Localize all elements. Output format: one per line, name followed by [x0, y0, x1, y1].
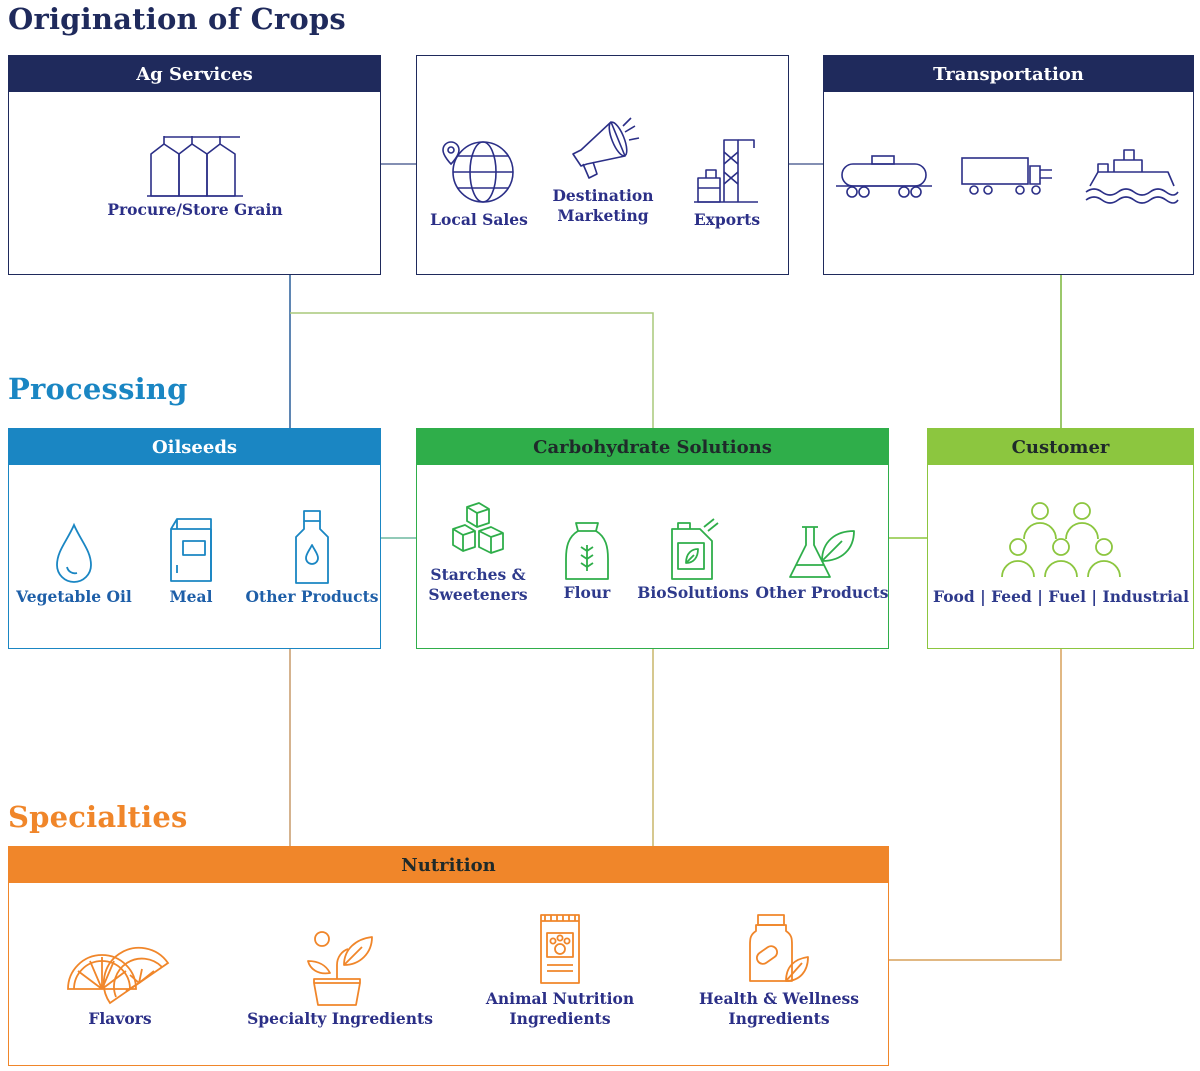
food-feed-fuel-industrial-item: Food | Feed | Fuel | Industrial [932, 501, 1190, 607]
oilseeds-header: Oilseeds [9, 429, 380, 465]
connector-ag-carbohydrate [290, 312, 654, 428]
jerrycan-leaf-icon [671, 518, 719, 580]
meal-label: Meal [169, 587, 213, 606]
flask-leaf-icon [789, 526, 855, 578]
flour-label: Flour [563, 583, 611, 602]
barge-icon [1085, 149, 1179, 204]
procure-store-grain-item: Procure/Store Grain [105, 132, 285, 220]
local-sales-label: Local Sales [430, 210, 528, 229]
globe-icon [442, 141, 514, 203]
rail-tank-car-icon [836, 155, 932, 198]
grain-silo-icon [147, 136, 243, 197]
vegetable-oil-item: Vegetable Oil [11, 521, 137, 607]
starches-sweeteners-label: Starches & Sweeteners [428, 565, 528, 604]
sprout-cup-icon [307, 931, 373, 1006]
other-products-carbohydrate-label: Other Products [755, 583, 889, 602]
section-title-origination: Origination of Crops [8, 2, 346, 36]
customer-box: Customer Food | Feed | Fuel | Industrial [927, 428, 1194, 649]
oilseeds-box: Oilseeds Vegetable Oil Meal [8, 428, 381, 649]
health-wellness-ingredients-label: Health & Wellness Ingredients [698, 989, 860, 1028]
ag-services-box: Ag Services Procure/Store Grain [8, 55, 381, 275]
pet-food-bag-icon [540, 914, 580, 984]
specialty-ingredients-label: Specialty Ingredients [247, 1009, 433, 1028]
destination-marketing-label: Destination Marketing [552, 186, 654, 225]
flour-sack-icon [565, 522, 609, 580]
meal-bag-icon [170, 518, 212, 582]
other-products-oilseeds-item: Other Products [246, 507, 378, 607]
carbohydrate-solutions-box: Carbohydrate Solutions Starches & Sweete… [416, 428, 889, 649]
port-crane-icon [694, 139, 758, 203]
oil-drop-icon [56, 522, 92, 583]
supplement-bottle-icon [749, 914, 809, 982]
other-products-oilseeds-label: Other Products [245, 587, 379, 606]
biosolutions-item: BioSolutions [637, 517, 749, 603]
people-group-icon [1001, 502, 1121, 578]
flavors-item: Flavors [55, 935, 185, 1029]
exports-label: Exports [693, 210, 761, 229]
distribution-box: Local Sales Destination Marketing Export… [416, 55, 789, 275]
barge-item [1082, 142, 1182, 206]
section-title-processing: Processing [8, 372, 188, 406]
bottle-icon [295, 510, 329, 584]
transportation-header: Transportation [824, 56, 1193, 92]
meal-item: Meal [141, 515, 241, 607]
animal-nutrition-ingredients-item: Animal Nutrition Ingredients [477, 911, 643, 1029]
local-sales-item: Local Sales [427, 132, 531, 230]
connector-customer-nutrition [888, 648, 1062, 961]
vegetable-oil-label: Vegetable Oil [16, 587, 132, 606]
truck-item [956, 150, 1056, 200]
sugar-cubes-icon [452, 502, 504, 554]
nutrition-box: Nutrition Flavors Specialty Ingredie [8, 846, 889, 1066]
megaphone-icon [572, 117, 640, 179]
truck-icon [961, 157, 1052, 195]
flavors-label: Flavors [88, 1009, 152, 1028]
specialty-ingredients-item: Specialty Ingredients [247, 929, 433, 1029]
food-feed-fuel-industrial-label: Food | Feed | Fuel | Industrial [933, 587, 1189, 606]
transportation-box: Transportation [823, 55, 1194, 275]
biosolutions-label: BioSolutions [637, 583, 749, 602]
rail-item [834, 150, 934, 200]
procure-store-grain-label: Procure/Store Grain [107, 200, 283, 219]
starches-sweeteners-item: Starches & Sweeteners [419, 501, 537, 605]
nutrition-header: Nutrition [9, 847, 888, 883]
customer-header: Customer [928, 429, 1193, 465]
ag-services-header: Ag Services [9, 56, 380, 92]
carbohydrate-solutions-header: Carbohydrate Solutions [417, 429, 888, 465]
animal-nutrition-ingredients-label: Animal Nutrition Ingredients [485, 989, 635, 1028]
flour-item: Flour [545, 519, 629, 603]
citrus-slices-icon [67, 946, 170, 1005]
exports-item: Exports [679, 132, 775, 230]
destination-marketing-item: Destination Marketing [545, 114, 661, 226]
health-wellness-ingredients-item: Health & Wellness Ingredients [689, 911, 869, 1029]
other-products-carbohydrate-item: Other Products [755, 521, 889, 603]
section-title-specialties: Specialties [8, 800, 188, 834]
